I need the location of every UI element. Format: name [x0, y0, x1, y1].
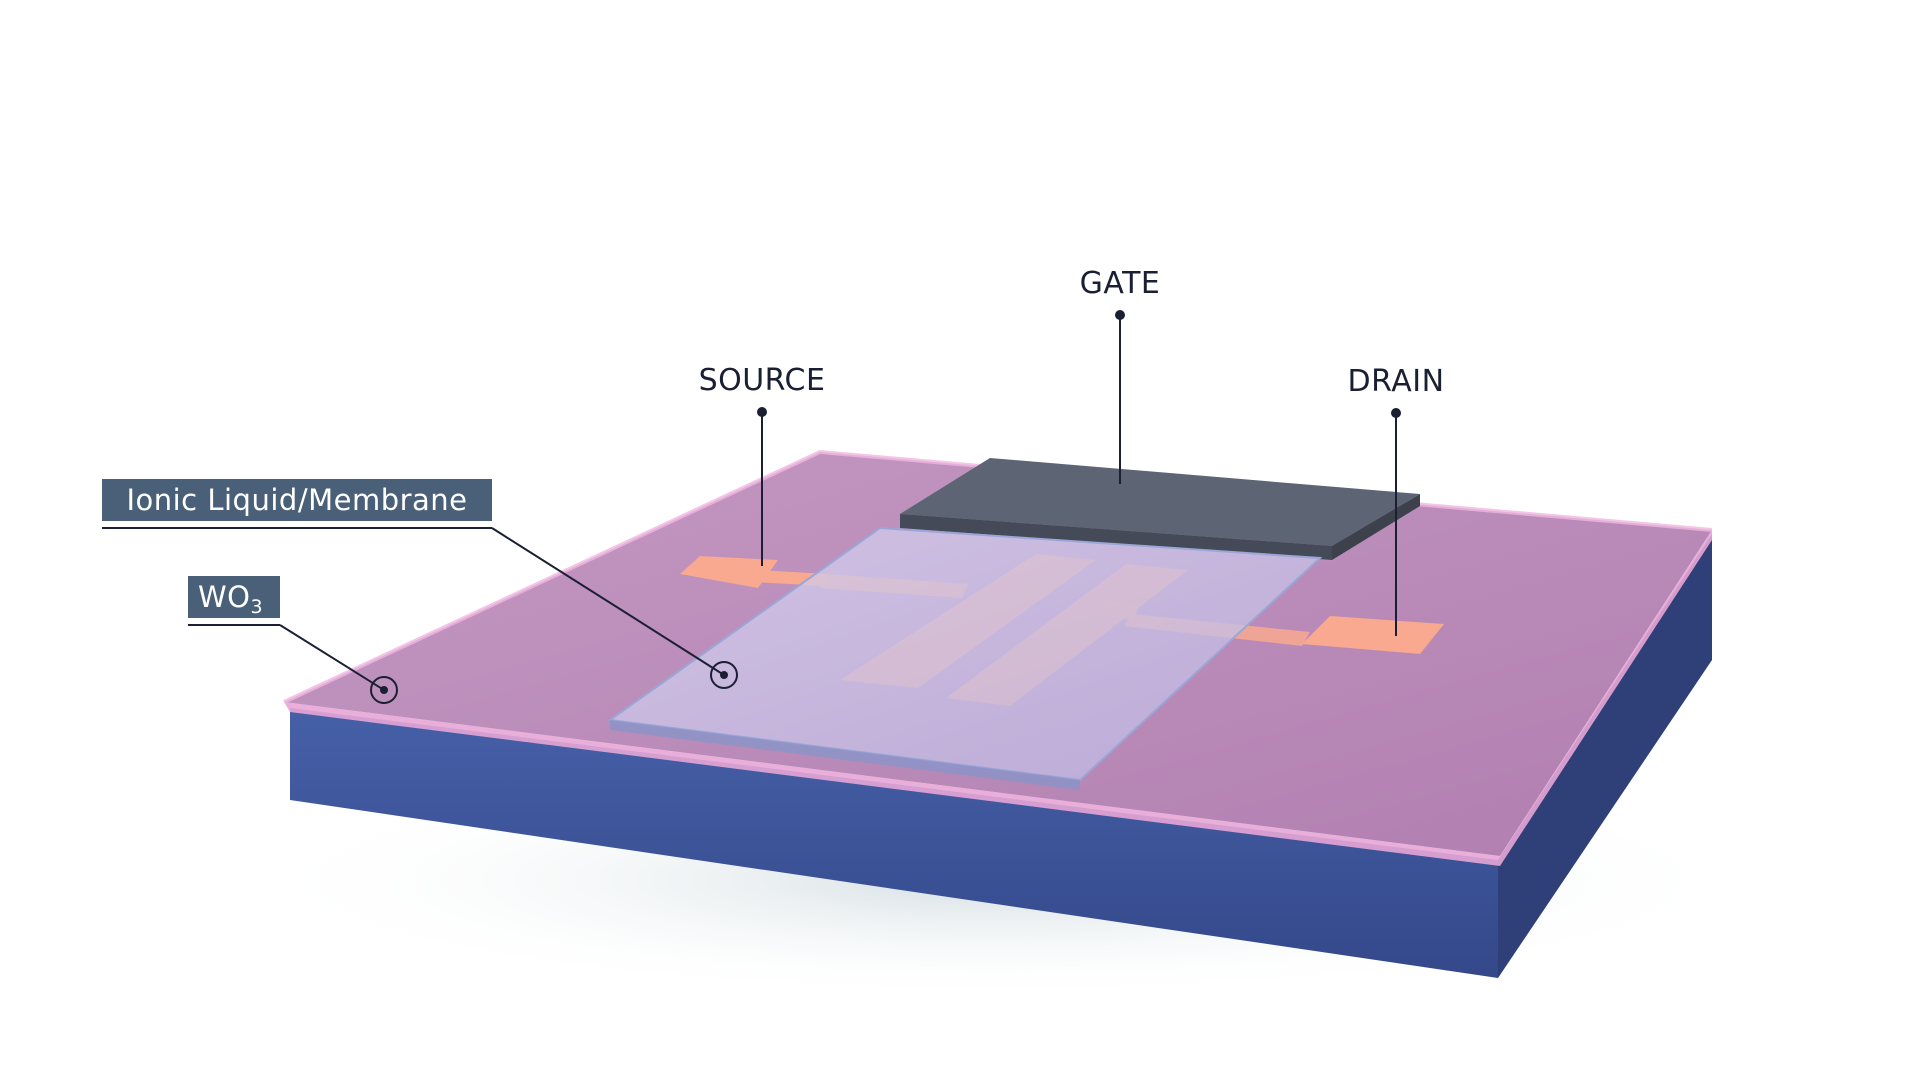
target-circle-icon: [710, 661, 738, 689]
substrate-side-face: [1498, 534, 1712, 978]
gate-side-face: [1332, 494, 1420, 560]
drain-callout: DRAIN: [1347, 364, 1444, 636]
gate-callout: GATE: [1080, 266, 1161, 484]
membrane-tag-label: Ionic Liquid/Membrane: [126, 483, 467, 517]
membrane-tag-bg: [102, 479, 492, 521]
source-callout: SOURCE: [699, 363, 826, 566]
membrane-callout: Ionic Liquid/Membrane: [102, 479, 738, 689]
wo3-subscript: 3: [251, 596, 264, 618]
wo3-tag-bg: [188, 576, 280, 618]
wo3-callout: WO3: [188, 576, 398, 704]
gate-front-face: [900, 514, 1332, 560]
substrate-front-face: [290, 708, 1498, 978]
gate-electrode: [900, 458, 1420, 560]
wo3-main-text: WO: [198, 580, 251, 614]
membrane-front-face: [610, 720, 1080, 790]
ionic-liquid-membrane: [607, 526, 1323, 790]
target-circle-icon: [370, 676, 398, 704]
membrane-leader-line: [491, 527, 725, 676]
drain-label: DRAIN: [1347, 364, 1444, 399]
gate-label: GATE: [1080, 266, 1161, 301]
wo3-leader-line: [279, 624, 385, 691]
wo3-layer-edge: [284, 530, 1712, 866]
drain-pad: [1302, 616, 1444, 654]
source-label: SOURCE: [699, 363, 826, 398]
gate-top-face: [900, 458, 1420, 546]
wo3-tag-label: WO3: [198, 580, 263, 618]
